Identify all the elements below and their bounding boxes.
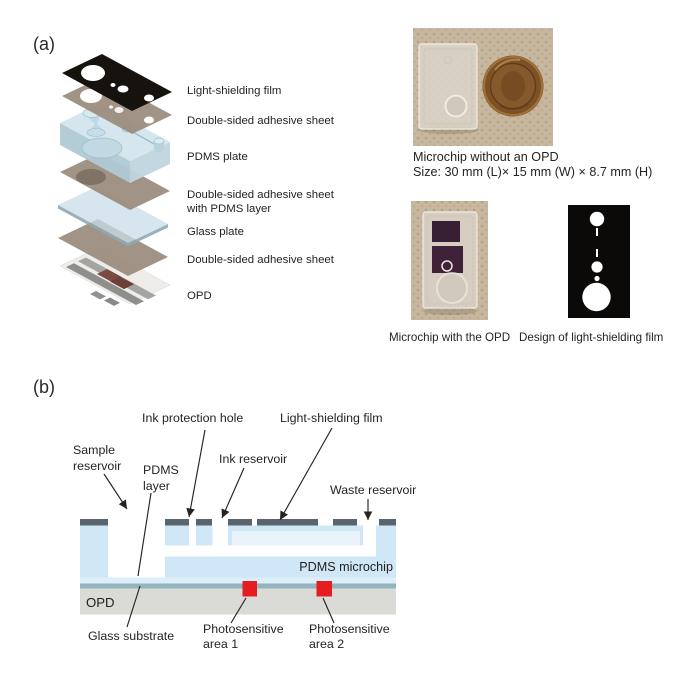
microchannel-cavity: [165, 545, 376, 557]
pdms-layer-disc: [76, 169, 106, 185]
cross-section-diagram: PDMS microchip OPD: [80, 519, 396, 615]
adhesive-hole: [109, 105, 113, 109]
arrow-ink-reservoir: [221, 467, 245, 519]
caption-film-design: Design of light-shielding film: [519, 331, 663, 344]
exploded-layer-adhesive-3: [58, 219, 168, 276]
opd-active-pad: [110, 276, 134, 290]
exploded-layer-glass: [58, 186, 168, 247]
cross-section-leaders: [103, 427, 373, 628]
label-glass-plate: Glass plate: [187, 226, 244, 238]
label-adhesive-pdms-line2: with PDMS layer: [186, 203, 271, 215]
label-pdms-microchip: PDMS microchip: [299, 560, 393, 574]
photo-chip-with-opd: [411, 201, 488, 320]
design-hole-large: [582, 282, 611, 312]
leader-pdms-layer: [137, 492, 152, 577]
exploded-layer-labels: Light-shielding film Double-sided adhesi…: [186, 85, 335, 302]
arrow-ink-protection-hole: [186, 429, 206, 518]
arrow-light-shielding-film: [279, 427, 333, 521]
ten-yen-coin: [482, 55, 544, 117]
exploded-layer-shield-film: [62, 54, 172, 111]
label-photosensitive-2a: Photosensitive: [309, 622, 390, 636]
opd-pad-photo: [432, 246, 463, 273]
ink-reservoir-opening: [212, 525, 228, 546]
leader-photosensitive-2: [322, 597, 335, 624]
chip-port-ring: [441, 260, 453, 272]
exploded-layer-opd: [59, 246, 171, 306]
sample-reservoir-cavity: [108, 525, 165, 578]
opd-electrode-strip: [66, 263, 144, 305]
pdms-outlet-rim: [153, 137, 165, 145]
label-ink-reservoir: Ink reservoir: [219, 452, 287, 466]
design-hole-small: [594, 275, 600, 282]
exploded-layer-adhesive-pdms: [60, 153, 170, 210]
opd-contact-tab: [104, 297, 120, 306]
label-sample-reservoir-1: Sample: [73, 443, 115, 457]
adhesive-hole: [114, 107, 124, 113]
opd-active-pad: [97, 269, 121, 282]
caption-chip-without-opd: Microchip without an OPD: [413, 150, 559, 164]
design-hole-mid: [591, 261, 603, 273]
label-pdms-layer-1: PDMS: [143, 463, 179, 477]
ink-protection-hole-cavity: [189, 525, 196, 546]
panel-b-tag: (b): [33, 377, 55, 397]
label-adhesive-1: Double-sided adhesive sheet: [187, 115, 335, 127]
chip-inlet-mark: [444, 56, 452, 64]
opd-pad-photo: [432, 221, 460, 242]
adhesive-hole: [144, 116, 154, 124]
film-hole: [117, 85, 129, 93]
label-adhesive-3: Double-sided adhesive sheet: [187, 254, 335, 266]
photosensitive-area-2: [316, 581, 332, 597]
caption-chip-with-opd: Microchip with the OPD: [389, 331, 510, 344]
exploded-layer-adhesive-1: [62, 77, 172, 134]
opd-contact-tab: [90, 291, 106, 300]
label-light-shielding-film-b: Light-shielding film: [280, 411, 383, 425]
label-photosensitive-1b: area 1: [203, 637, 238, 651]
cross-section-labels: Sample reservoir PDMS layer Ink protecti…: [73, 411, 416, 651]
chip-well: [436, 272, 468, 304]
ink-reservoir-cavity: [232, 531, 360, 546]
leader-photosensitive-1: [230, 597, 247, 624]
film-hole: [81, 65, 105, 81]
leader-glass-substrate: [126, 585, 141, 628]
panel-a-tag: (a): [33, 34, 55, 54]
pdms-layer-strip: [80, 577, 396, 584]
glass-substrate-strip: [80, 583, 396, 589]
label-sample-reservoir-2: reservoir: [73, 459, 121, 473]
label-photosensitive-2b: area 2: [309, 637, 344, 651]
label-photosensitive-1a: Photosensitive: [203, 622, 284, 636]
label-opd-slab: OPD: [86, 595, 115, 610]
pdms-channel-groove: [130, 130, 157, 146]
chip-well: [444, 94, 468, 118]
pdms-well-recess: [81, 137, 123, 159]
film-hole: [110, 83, 116, 87]
exploded-layer-pdms-plate: [60, 104, 170, 183]
pdms-funnel: [83, 113, 104, 133]
photosensitive-area-1: [242, 581, 257, 597]
label-opd: OPD: [187, 290, 212, 302]
adhesive-hole: [80, 89, 102, 103]
arrow-sample-reservoir: [103, 473, 128, 510]
label-waste-reservoir: Waste reservoir: [330, 483, 416, 497]
pdms-funnel-base: [86, 128, 106, 137]
photo-chip-without-opd: [413, 28, 553, 146]
label-ink-protection-hole: Ink protection hole: [142, 411, 243, 425]
label-adhesive-pdms-line1: Double-sided adhesive sheet: [187, 189, 335, 201]
label-pdms-plate: PDMS plate: [187, 151, 248, 163]
label-glass-substrate: Glass substrate: [88, 629, 174, 643]
caption-chip-size: Size: 30 mm (L)× 15 mm (W) × 8.7 mm (H): [413, 165, 652, 179]
label-pdms-layer-2: layer: [143, 479, 170, 493]
design-hole-top: [589, 211, 605, 227]
exploded-view-diagram: [58, 54, 172, 306]
film-design-image: [568, 205, 630, 318]
label-light-shielding-film: Light-shielding film: [187, 85, 281, 97]
film-hole: [144, 94, 154, 102]
shield-film-bars: [80, 519, 396, 526]
